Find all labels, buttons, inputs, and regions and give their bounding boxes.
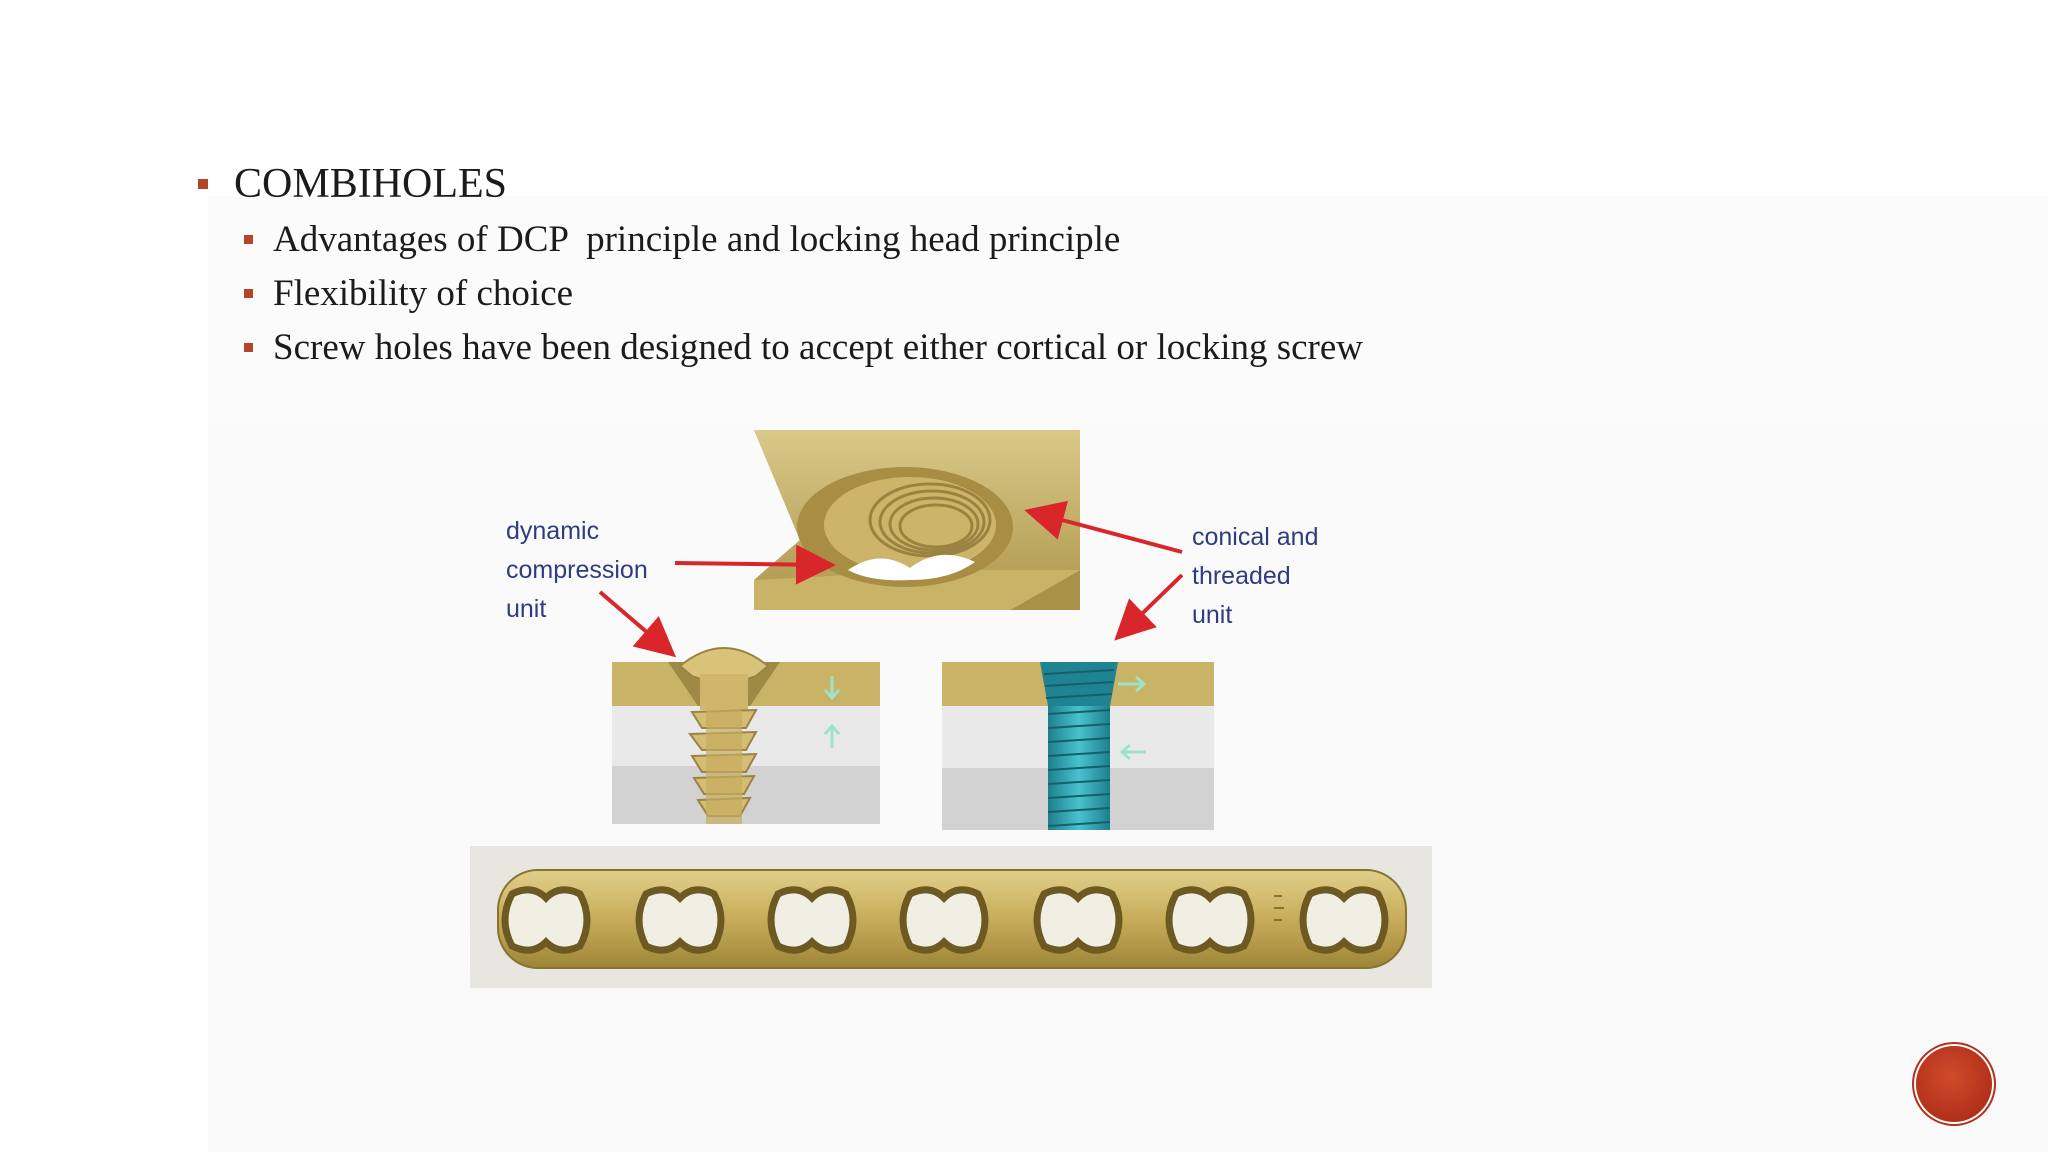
cortical-screw-section	[612, 648, 880, 824]
red-arrow-icon	[675, 563, 828, 565]
bullet-item: Screw holes have been designed to accept…	[244, 326, 1363, 369]
square-bullet-icon	[198, 179, 208, 189]
heading-item: COMBIHOLES	[198, 160, 507, 208]
square-bullet-icon	[244, 289, 253, 298]
red-arrow-icon	[1120, 575, 1182, 635]
bullet-text: Advantages of DCP principle and locking …	[273, 218, 1120, 261]
square-bullet-icon	[244, 235, 253, 244]
label-conical-threaded: conical and threaded unit	[1192, 518, 1318, 635]
plate-hole-detail	[754, 430, 1080, 610]
bullet-text: Screw holes have been designed to accept…	[273, 326, 1363, 369]
label-dynamic-compression: dynamic compression unit	[506, 512, 648, 629]
square-bullet-icon	[244, 343, 253, 352]
nav-circle-icon[interactable]	[1916, 1046, 1992, 1122]
bullet-text: Flexibility of choice	[273, 272, 573, 315]
bullet-item: Flexibility of choice	[244, 272, 573, 315]
heading-text: COMBIHOLES	[234, 160, 507, 208]
combihole-figure: dynamic compression unit conical and thr…	[470, 430, 1450, 1005]
locking-compression-plate	[470, 846, 1432, 988]
bullet-item: Advantages of DCP principle and locking …	[244, 218, 1120, 261]
locking-screw-section	[942, 662, 1214, 830]
